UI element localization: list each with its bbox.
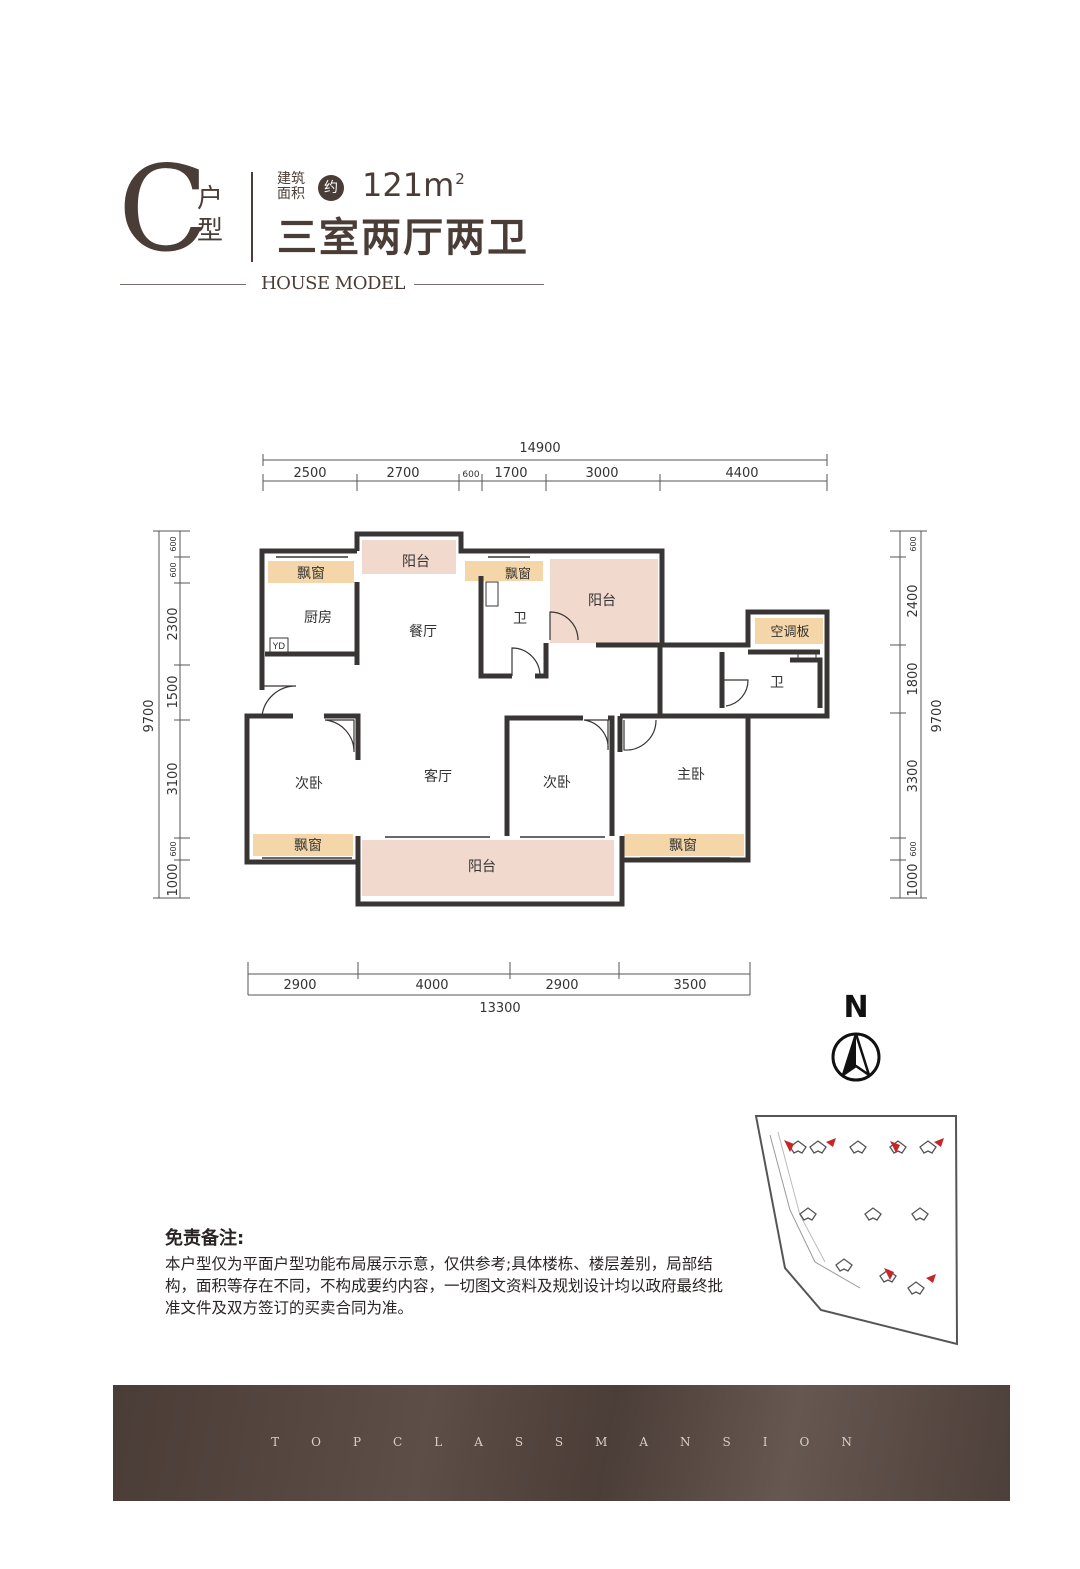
ac-board-label: 空调板 (770, 625, 809, 640)
left-dimension-7: 1000 (166, 863, 181, 896)
top-dimension-1: 2500 (293, 466, 326, 481)
bottom-dimension-1: 2900 (283, 978, 316, 993)
bottom-dimension-lines (247, 962, 751, 996)
left-dimension-3: 2300 (166, 607, 181, 640)
approx-badge: 约 (318, 175, 344, 201)
balcony-bottom-label: 阳台 (468, 859, 496, 875)
disclaimer-line-1: 本户型仅为平面户型功能布局展示示意，仅供参考;具体楼栋、楼层差别，局部结 (165, 1255, 713, 1273)
compass-north-label: N (843, 990, 868, 1025)
master-label: 主卧 (677, 767, 705, 783)
left-total-dimension: 9700 (142, 699, 157, 732)
bay-window-bath-label: 飘窗 (505, 566, 531, 582)
window-glass-lines (262, 556, 730, 859)
left-dimension-1: 600 (169, 536, 178, 551)
balcony-right-fill (550, 559, 658, 643)
right-dimension-2: 2400 (906, 584, 921, 617)
bay-window-master-label: 飘窗 (669, 837, 697, 854)
plan-walls (244, 531, 830, 907)
footer-tagline: TOPCLASSMANSION (271, 1435, 884, 1449)
balcony-bottom-fill (362, 840, 614, 896)
balcony-top-label: 阳台 (402, 554, 430, 570)
bay-window-left-label: 飘窗 (294, 837, 322, 854)
kitchen-appliance-label: YD (272, 642, 285, 652)
left-dimension-2: 600 (169, 562, 178, 577)
house-type-char-xing: 型 (197, 216, 224, 246)
bay-window-left-fill (253, 834, 353, 856)
area-value: 121m2 (362, 166, 465, 204)
bay-window-bath-fill (465, 561, 543, 581)
kitchen-label: 厨房 (304, 610, 332, 626)
disclaimer-line-3: 准文件及双方签订的买卖合同为准。 (165, 1299, 414, 1317)
top-dimension-2: 2700 (386, 466, 419, 481)
bay-window-kitchen-fill (268, 561, 354, 583)
top-total-dimension: 14900 (519, 441, 560, 456)
right-dimension-lines (890, 530, 927, 899)
house-type-char-hu: 户 (197, 184, 224, 214)
left-dimension-5: 3100 (166, 762, 181, 795)
bath-fixture (485, 581, 499, 607)
top-dimension-lines (262, 454, 828, 491)
living-label: 客厅 (424, 768, 452, 785)
site-map (754, 1115, 959, 1346)
bottom-dimension-4: 3500 (673, 978, 706, 993)
disclaimer-title: 免责备注: (165, 1228, 245, 1249)
bottom-total-dimension: 13300 (479, 1001, 520, 1016)
area-value-number: 121m (362, 166, 455, 204)
house-model-label: HOUSE MODEL (260, 273, 406, 294)
site-highlight-units (784, 1138, 944, 1283)
area-caption: 建筑面积 (277, 171, 305, 202)
house-type-letter: C (118, 140, 209, 278)
site-buildings (789, 1140, 937, 1295)
balcony-top-fill (362, 540, 456, 574)
area-unit-superscript: 2 (455, 170, 465, 189)
right-dimension-6: 1000 (906, 863, 921, 896)
door-swings (261, 611, 749, 753)
bedroom-mid-label: 次卧 (543, 775, 571, 791)
left-dimension-lines (153, 530, 190, 899)
right-dimension-5: 600 (909, 841, 918, 856)
left-dimension-6: 600 (169, 841, 178, 856)
ac-board-fill (755, 618, 823, 644)
header-divider (251, 172, 253, 262)
top-dimension-3: 600 (462, 470, 479, 480)
room-layout-title: 三室两厅两卫 (277, 215, 529, 261)
right-dimension-4: 3300 (906, 759, 921, 792)
top-dimension-6: 4400 (725, 466, 758, 481)
disclaimer-line-2: 构，面积等存在不同，不构成要约内容，一切图文资料及规划设计均以政府最终批 (165, 1277, 724, 1295)
bay-window-kitchen-label: 飘窗 (297, 565, 325, 582)
bath-1-label: 卫 (513, 611, 527, 627)
bottom-dimension-2: 4000 (415, 978, 448, 993)
bottom-dimension-3: 2900 (545, 978, 578, 993)
left-dimension-4: 1500 (166, 675, 181, 708)
bay-window-master-fill (624, 834, 744, 856)
footer-banner: TOPCLASSMANSION (113, 1385, 1010, 1501)
bath-fixture-right (797, 649, 817, 661)
bath-2-label: 卫 (770, 675, 784, 691)
top-dimension-4: 1700 (494, 466, 527, 481)
right-dimension-1: 600 (909, 536, 918, 551)
top-dimension-5: 3000 (585, 466, 618, 481)
bedroom-left-label: 次卧 (295, 776, 323, 792)
right-total-dimension: 9700 (930, 699, 945, 732)
model-line-left (120, 284, 246, 285)
disclaimer-text: 本户型仅为平面户型功能布局展示示意，仅供参考;具体楼栋、楼层差别，局部结 构，面… (165, 1253, 775, 1319)
compass-icon (831, 1032, 881, 1082)
dining-label: 餐厅 (409, 624, 437, 640)
balcony-right-label: 阳台 (588, 593, 616, 609)
right-dimension-3: 1800 (906, 662, 921, 695)
model-line-right (414, 284, 544, 285)
kitchen-appliance-box (269, 637, 289, 653)
